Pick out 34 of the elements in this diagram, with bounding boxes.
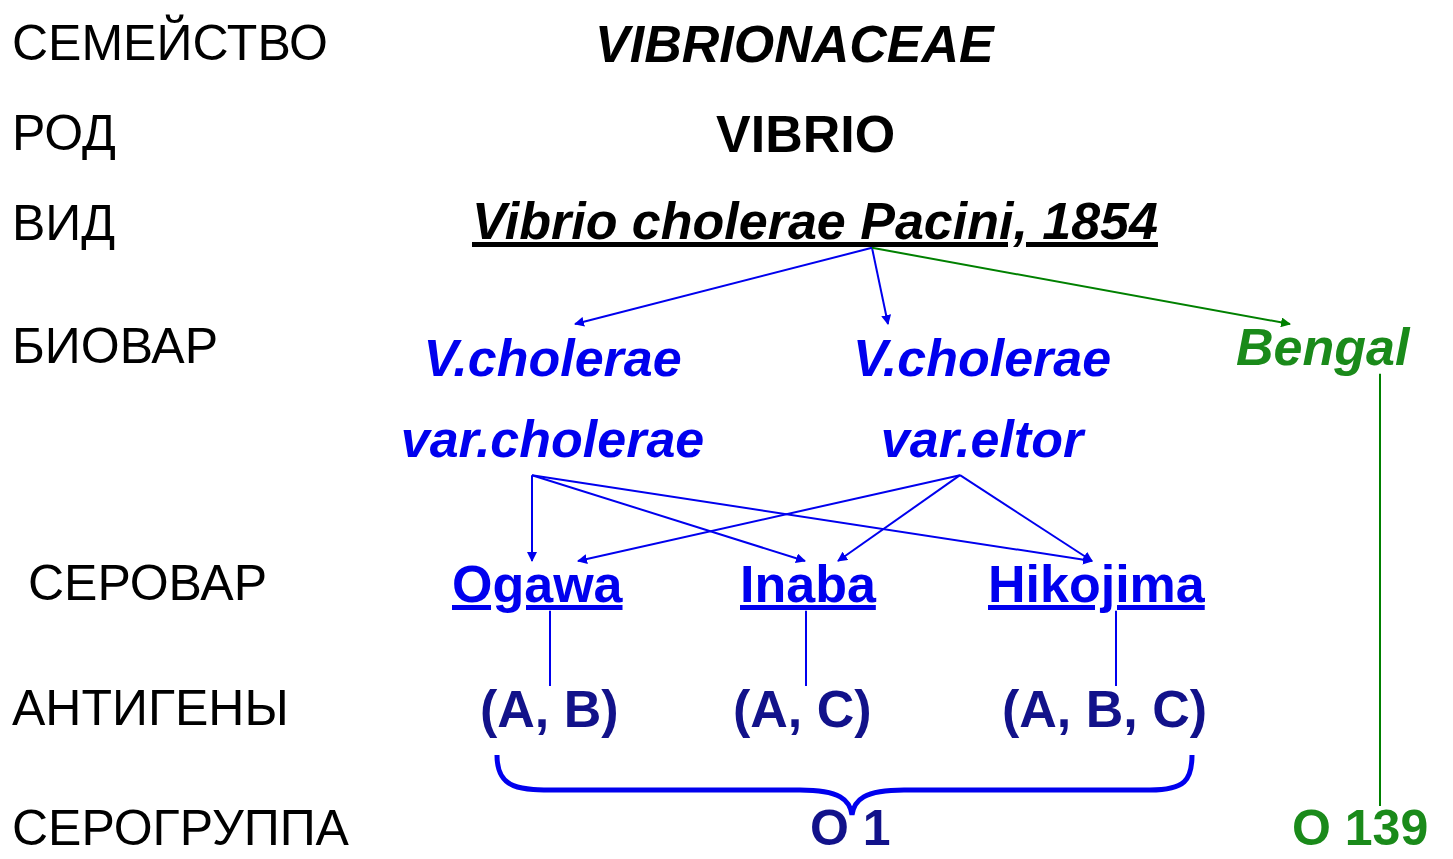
rank-label: СЕМЕЙСТВО: [12, 15, 328, 73]
rank-label: БИОВАР: [12, 318, 219, 376]
arrow: [871, 246, 1291, 328]
arrow: [531, 474, 806, 564]
arrow: [837, 474, 961, 562]
arrow: [574, 246, 873, 327]
arrow: [959, 474, 1093, 562]
family-name: VIBRIONACEAE: [595, 15, 994, 75]
serogroup-name: O 1: [810, 800, 891, 858]
antigen-formula: (A, B): [480, 680, 619, 740]
arrow: [577, 474, 961, 564]
connector-line: [805, 609, 807, 687]
serovar-name: Hikojima: [988, 555, 1205, 615]
rank-label: СЕРОВАР: [28, 555, 267, 613]
rank-label: РОД: [12, 105, 116, 163]
rank-label: ВИД: [12, 195, 116, 253]
connector-line: [549, 609, 551, 687]
arrow: [531, 474, 1093, 565]
biovar-name: V.cholerae var.eltor: [832, 318, 1132, 480]
arrow: [871, 246, 892, 325]
serovar-name: Inaba: [740, 555, 876, 615]
serogroup-name: O 139: [1292, 800, 1429, 858]
serovar-name: Ogawa: [452, 555, 623, 615]
antigen-formula: (A, B, C): [1002, 680, 1208, 740]
species-name: Vibrio cholerae Pacini, 1854: [472, 192, 1158, 252]
connector-line: [1379, 372, 1381, 807]
genus-name: VIBRIO: [716, 105, 896, 165]
biovar-name: V.cholerae var.cholerae: [380, 318, 725, 480]
biovar-name: Bengal: [1236, 318, 1410, 378]
rank-label: АНТИГЕНЫ: [12, 680, 289, 738]
arrow: [527, 474, 537, 562]
connector-line: [1115, 609, 1117, 687]
antigen-formula: (A, C): [733, 680, 872, 740]
rank-label: СЕРОГРУППА: [12, 800, 349, 858]
